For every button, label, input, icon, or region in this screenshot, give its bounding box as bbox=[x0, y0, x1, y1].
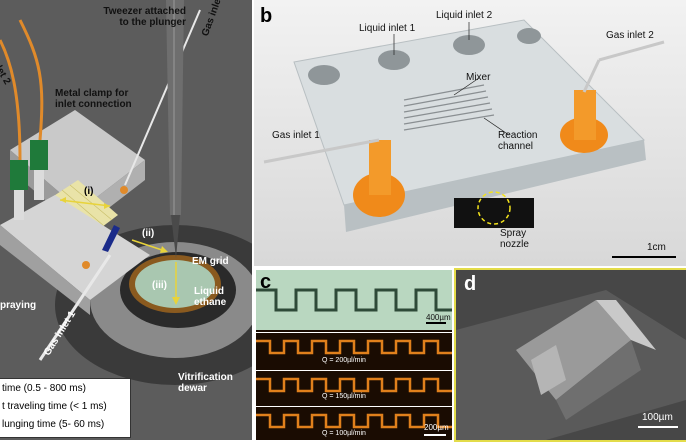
sem-nozzle-drawing bbox=[456, 270, 686, 440]
flow-rate-label: Q = 100µl/min bbox=[322, 430, 366, 437]
em-grid-label: EM grid bbox=[192, 256, 229, 267]
panel-c-label: c bbox=[260, 271, 272, 293]
spraying-label: praying bbox=[0, 300, 37, 311]
panel-d-label: d bbox=[464, 273, 477, 295]
chip-photo-drawing bbox=[254, 0, 686, 266]
flow-rate-label: Q = 200µl/min bbox=[322, 357, 366, 364]
gas-inlet-2-label: Gas inlet 2 bbox=[606, 30, 654, 41]
sem-scale-label: 100µm bbox=[642, 412, 673, 423]
liquid-ethane-label: Liquid ethane bbox=[194, 286, 227, 308]
bottom-scale-label: 200µm bbox=[424, 423, 449, 432]
spray-nozzle-label: Spray nozzle bbox=[500, 228, 529, 250]
step-iii-label: (iii) bbox=[152, 280, 167, 291]
panel-c-micrographs: c 400µm Q = 200µl/min Q = 150µl/min Q = … bbox=[256, 270, 452, 440]
sem-scale-bar bbox=[638, 426, 678, 428]
bottom-scale-bar bbox=[424, 434, 446, 436]
top-scale-bar bbox=[426, 322, 446, 324]
flow-strip bbox=[256, 332, 452, 361]
timing-legend-box: time (0.5 - 800 ms) t traveling time (< … bbox=[0, 378, 131, 438]
timing-line: lunging time (5- 60 ms) bbox=[2, 419, 105, 430]
top-scale-label: 400µm bbox=[426, 313, 451, 322]
scale-label: 1cm bbox=[647, 242, 666, 253]
panel-b-photo: b Liquid inlet 1 Liquid inlet 2 Gas inle… bbox=[254, 0, 686, 266]
flow-strip bbox=[256, 370, 452, 399]
panel-d-sem: d 100µm bbox=[454, 268, 686, 442]
liquid-inlet-2-label: Liquid inlet 2 bbox=[436, 10, 493, 21]
timing-line: t traveling time (< 1 ms) bbox=[2, 401, 107, 412]
flow-strip bbox=[256, 406, 452, 435]
liquid-inlet-1-label: Liquid inlet 1 bbox=[359, 23, 416, 34]
timing-line: time (0.5 - 800 ms) bbox=[2, 383, 86, 394]
vitrification-dewar-label: Vitrification dewar bbox=[178, 372, 233, 394]
panel-b-label: b bbox=[260, 5, 273, 27]
vitrification-apparatus-drawing bbox=[0, 0, 252, 440]
flow-rate-label: Q = 150µl/min bbox=[322, 393, 366, 400]
step-ii-label: (ii) bbox=[142, 228, 155, 239]
panel-a-illustration: Tweezer attached to the plunger Gas inle… bbox=[0, 0, 252, 440]
scale-bar bbox=[612, 256, 676, 258]
tweezer-label: Tweezer attached to the plunger bbox=[103, 6, 186, 28]
reaction-channel-label: Reaction channel bbox=[498, 130, 538, 152]
mixer-label: Mixer bbox=[466, 72, 491, 83]
serpentine-micrograph bbox=[256, 270, 452, 330]
gas-inlet-1-label: Gas inlet 1 bbox=[272, 130, 320, 141]
metal-clamp-label: Metal clamp for inlet connection bbox=[55, 88, 132, 110]
step-i-label: (i) bbox=[84, 186, 94, 197]
